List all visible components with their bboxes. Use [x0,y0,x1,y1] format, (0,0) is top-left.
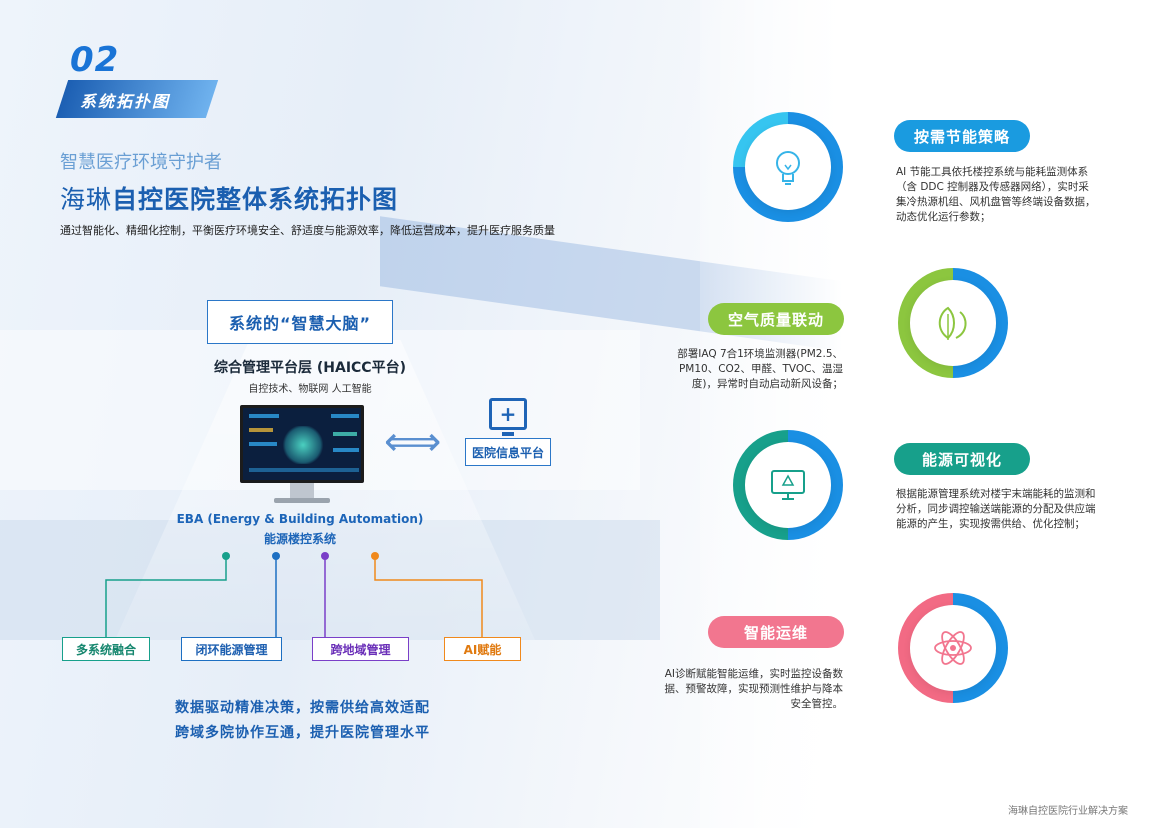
feature-desc-smart-ops: AI诊断赋能智能运维，实时监控设备数据、预警故障，实现预测性维护与降本安全管控。 [664,668,844,710]
summary-line-2: 跨域多院协作互通，提升医院管理水平 [175,725,430,741]
tag-closed-loop-energy: 闭环能源管理 [181,637,282,661]
page-title: 海琳自控医院整体系统拓扑图 [60,180,398,216]
leaf-icon [938,306,967,340]
title-main: 自控医院整体系统拓扑图 [112,185,399,214]
feature-desc-energy-saving: AI 节能工具依托楼控系统与能耗监测体系（含 DDC 控制器及传感器网络），实时… [896,166,1096,223]
platform-sublabel: 自控技术、物联网 人工智能 [248,384,372,395]
section-tag: 系统拓扑图 [80,92,171,111]
feature-circle-energy-visual [733,430,843,540]
summary-line-1: 数据驱动精准决策，按需供给高效适配 [175,700,430,716]
section-number: 02 [70,40,120,80]
eba-label: EBA (Energy & Building Automation) [176,512,424,526]
monitor-dashboard-icon [240,405,364,507]
page-footer: 海琳自控医院行业解决方案 [1008,806,1128,817]
platform-label: 综合管理平台层 (HAICC平台) [214,360,406,376]
smart-brain-box: 系统的“智慧大脑” [207,300,393,344]
lightbulb-icon [775,150,800,185]
feature-circle-energy-saving [733,112,843,222]
hospital-info-platform: 医院信息平台 [465,438,551,466]
eba-sublabel: 能源楼控系统 [263,532,336,546]
feature-circle-smart-ops [898,593,1008,703]
feature-title-energy-visual: 能源可视化 [894,443,1030,475]
tag-multi-system: 多系统融合 [62,637,150,661]
atom-icon [934,631,972,665]
monitor-recycle-icon [770,469,805,500]
page-subtitle: 智慧医疗环境守护者 [60,152,222,173]
feature-title-smart-ops: 智能运维 [708,616,844,648]
feature-circle-air-quality [898,268,1008,378]
feature-desc-air-quality: 部署IAQ 7合1环境监测器(PM2.5、PM10、CO2、甲醛、TVOC、温湿… [677,348,843,390]
page-description: 通过智能化、精细化控制，平衡医疗环境安全、舒适度与能源效率，降低运营成本，提升医… [60,224,555,237]
feature-title-air-quality: 空气质量联动 [708,303,844,335]
feature-title-energy-saving: 按需节能策略 [894,120,1030,152]
tag-ai: AI赋能 [444,637,521,661]
tag-cross-region: 跨地域管理 [312,637,409,661]
title-prefix: 海琳 [60,185,113,214]
double-arrow-icon: ⟺ [384,419,442,465]
medical-monitor-icon: + [489,398,527,436]
feature-desc-energy-visual: 根据能源管理系统对楼宇末端能耗的监测和分析，同步调控输送端能源的分配及供应端能源… [896,488,1096,530]
